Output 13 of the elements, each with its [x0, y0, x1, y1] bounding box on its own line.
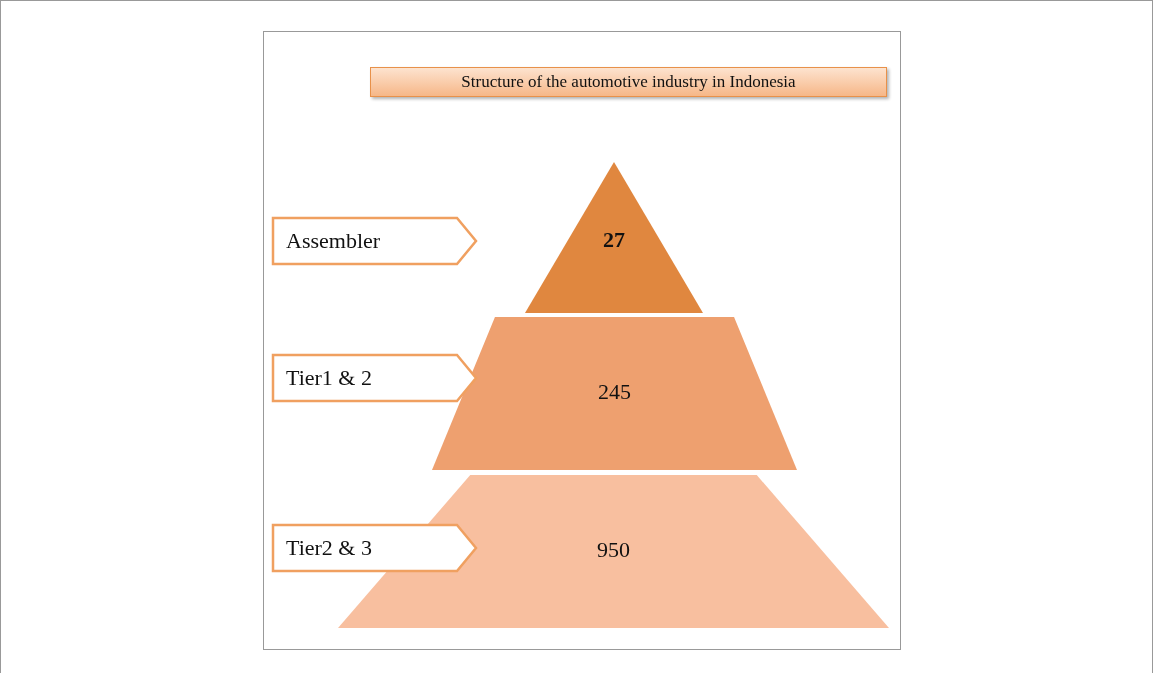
count-value: 27: [603, 227, 625, 253]
pentagon-label: [272, 354, 477, 402]
tier-label: Tier1 & 2: [286, 365, 372, 391]
tier-label: Tier2 & 3: [286, 535, 372, 561]
pyramid-layer: [432, 317, 797, 470]
count-value: 245: [598, 379, 631, 405]
title-banner: Structure of the automotive industry in Indonesia: [370, 67, 887, 97]
pyramid-top-layer: [525, 162, 703, 313]
pentagon-label: [272, 524, 477, 572]
tier-label: Assembler: [286, 228, 381, 254]
count-value: 950: [597, 537, 630, 563]
pyramid-layer: [338, 475, 889, 628]
pentagon-label: [272, 217, 477, 265]
